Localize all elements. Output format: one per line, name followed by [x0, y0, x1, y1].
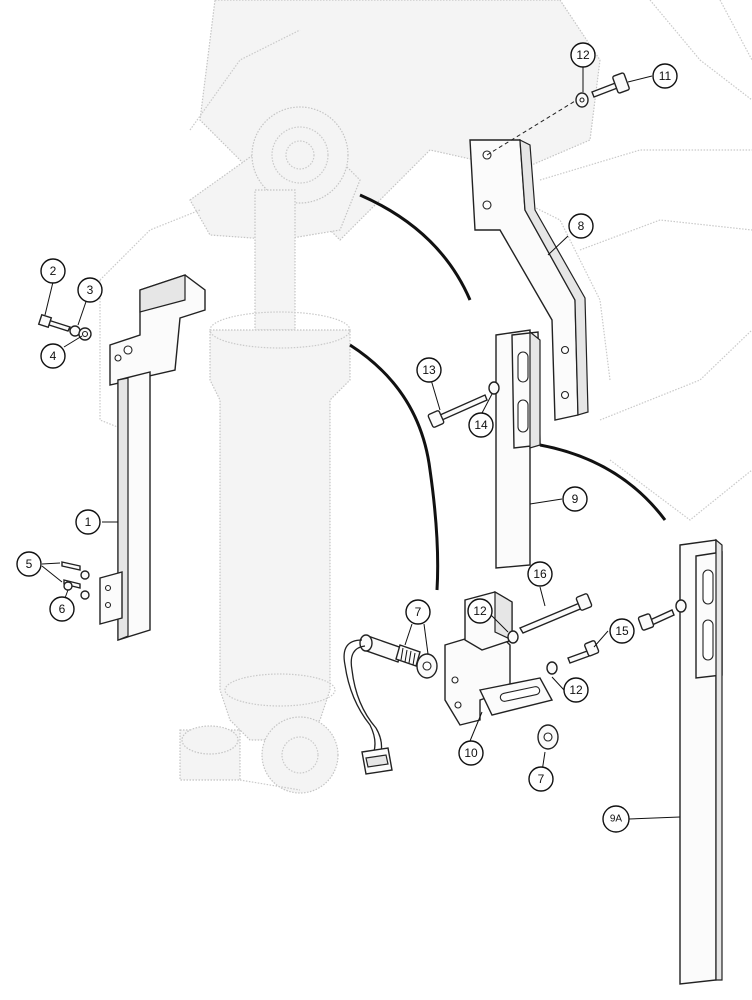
callout-7-upper: 7: [405, 599, 431, 625]
bolt-part-13: [427, 394, 488, 428]
callout-label: 9A: [610, 814, 623, 825]
callout-9: 9: [562, 486, 588, 512]
callout-label: 12: [569, 683, 583, 697]
bracket-part-8: [469, 97, 589, 421]
plate-part-9a: [679, 538, 723, 985]
callout-1: 1: [75, 509, 101, 535]
washer-part-12-middle: [507, 630, 519, 644]
callout-label: 12: [576, 48, 590, 62]
callout-label: 11: [659, 69, 672, 83]
callout-13: 13: [416, 357, 442, 383]
washer-part-12-lower: [546, 661, 558, 675]
callout-9a: 9A: [602, 805, 630, 833]
callout-8: 8: [568, 213, 594, 239]
callout-4: 4: [40, 343, 66, 369]
nut-part-7-lower: [537, 724, 559, 750]
callout-label: 9: [572, 492, 579, 506]
callout-12-top: 12: [570, 42, 596, 68]
nut-part-7-upper: [416, 653, 438, 679]
callout-label: 1: [85, 515, 92, 529]
callout-label: 14: [474, 418, 488, 432]
callout-label: 6: [59, 602, 66, 616]
callout-15: 15: [609, 618, 635, 644]
callout-label: 7: [415, 605, 422, 619]
callout-14: 14: [468, 412, 494, 438]
bolt-washer-9a: [637, 599, 687, 631]
callout-label: 10: [464, 746, 478, 760]
callout-label: 16: [533, 567, 547, 581]
callout-label: 13: [422, 363, 436, 377]
plate-part-9: [495, 329, 541, 569]
bracket-part-1: [99, 274, 206, 641]
callout-label: 8: [578, 219, 585, 233]
callout-label: 12: [473, 604, 487, 618]
callout-label: 7: [538, 772, 545, 786]
callout-12-middle: 12: [467, 598, 493, 624]
reference-curves: [349, 193, 667, 591]
hardware-bolts-washers-part-2-3-4: [37, 313, 92, 341]
callout-5: 5: [16, 551, 42, 577]
callout-3: 3: [77, 277, 103, 303]
callout-label: 2: [50, 264, 57, 278]
callout-16: 16: [527, 561, 553, 587]
switch-bracket-part-10: [444, 590, 554, 726]
bolt-part-11: [591, 72, 630, 98]
leader-lines: [41, 66, 681, 820]
callout-6: 6: [49, 596, 75, 622]
hydraulic-cylinder-ghost: [179, 189, 351, 794]
proximity-switch-part-7: [343, 634, 421, 775]
washer-part-14: [488, 381, 500, 395]
callout-12-lower: 12: [563, 677, 589, 703]
callout-2: 2: [40, 258, 66, 284]
callout-7-lower: 7: [528, 766, 554, 792]
bolt-part-16: [518, 593, 593, 634]
bolt-part-15: [567, 640, 600, 664]
hardware-bolts-nuts-part-5-6: [61, 561, 90, 600]
callout-10: 10: [458, 740, 484, 766]
callout-label: 4: [50, 349, 57, 363]
callout-11: 11: [652, 63, 678, 89]
washer-part-12-top: [575, 92, 589, 108]
callout-label: 15: [615, 624, 629, 638]
callout-label: 5: [26, 557, 33, 571]
callout-label: 3: [87, 283, 94, 297]
